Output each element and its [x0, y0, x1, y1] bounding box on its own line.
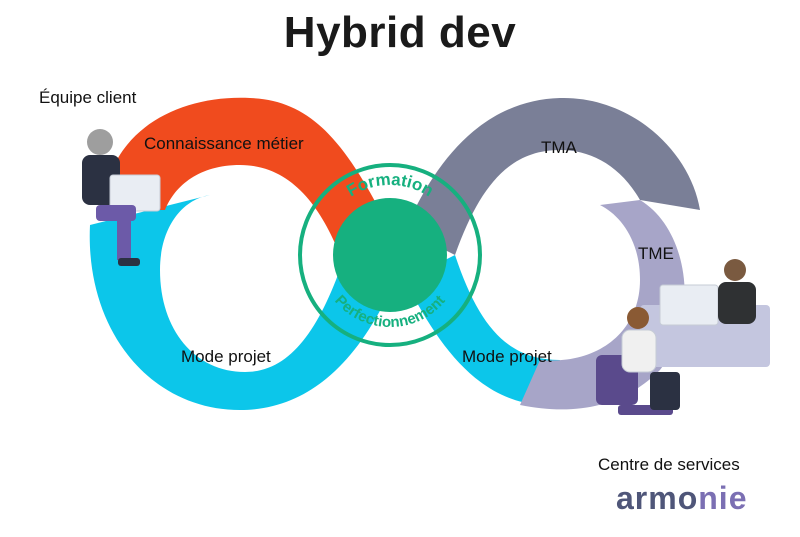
page-title: Hybrid dev [283, 8, 517, 57]
orange-band [110, 97, 390, 255]
slate-band [405, 97, 700, 256]
client-person-icon [82, 129, 161, 266]
label-service-center: Centre de services [598, 455, 740, 474]
label-project-mode-left: Mode projet [181, 347, 271, 366]
label-project-mode-right: Mode projet [462, 347, 552, 366]
cyan-left-band [89, 195, 396, 410]
logo-text-1: armo [616, 480, 699, 516]
label-business-knowledge: Connaissance métier [144, 134, 304, 153]
label-tma: TMA [541, 138, 577, 157]
cyan-right-band [405, 255, 560, 405]
armonie-logo: armonie [616, 480, 747, 517]
label-tme: TME [638, 244, 674, 263]
label-client-team: Équipe client [39, 88, 137, 107]
service-team-icon [596, 259, 770, 415]
logo-text-2: nie [698, 480, 748, 516]
center-disc [333, 198, 447, 312]
center-ring [298, 163, 482, 347]
